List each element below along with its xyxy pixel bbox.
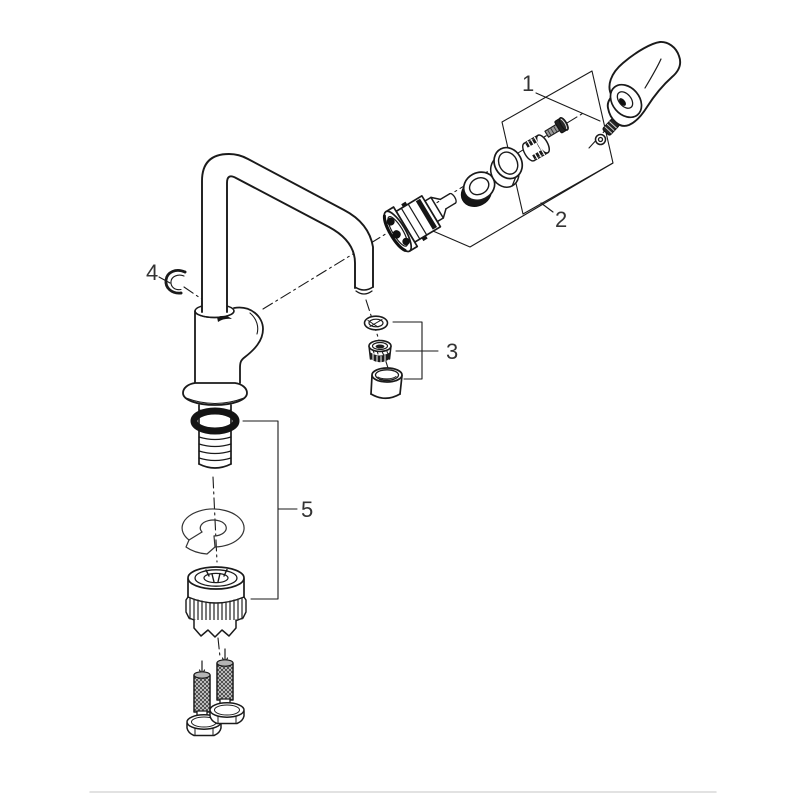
leader-1	[535, 92, 601, 122]
aerator-assembly	[363, 315, 403, 400]
body-mark	[217, 315, 232, 322]
aerator-shroud	[370, 367, 403, 400]
spout	[194, 153, 374, 322]
mounting-nut	[185, 566, 247, 638]
callout-1: 1	[522, 71, 534, 96]
mounting-studs	[186, 648, 245, 737]
cap-ring	[489, 146, 524, 188]
lever-handle	[606, 41, 682, 127]
base-flange	[182, 382, 248, 406]
retaining-clip	[164, 269, 187, 295]
plug-ball	[594, 133, 607, 146]
callout-labels: 1 2 3 4 5	[146, 71, 567, 522]
handle-screw	[544, 117, 569, 138]
cartridge	[382, 192, 457, 253]
handle-adapter	[522, 134, 551, 162]
nut-ribs	[189, 597, 243, 625]
aerator-axis	[365, 299, 390, 372]
leader-4	[158, 276, 171, 284]
shank-o-ring	[190, 407, 240, 435]
aerator-washer	[363, 315, 389, 331]
nut-castellation	[193, 619, 237, 638]
shank-threads	[198, 436, 232, 462]
leader-2	[540, 202, 554, 213]
cartridge-housing-shoulder	[233, 306, 264, 384]
horseshoe-washer	[181, 508, 245, 555]
spout-outlet	[354, 286, 374, 291]
mounting-stud-right	[209, 648, 245, 725]
seal-ring	[460, 171, 496, 207]
callout-4: 4	[146, 260, 158, 285]
shank	[190, 404, 240, 469]
callout-5: 5	[301, 497, 313, 522]
plane-group-2	[425, 162, 614, 248]
mounting-stud-left	[186, 660, 222, 737]
artwork-root: 1 2 3 4 5	[89, 41, 717, 793]
aerator-insert	[368, 339, 392, 364]
callout-2: 2	[555, 207, 567, 232]
bracket-5	[242, 420, 279, 600]
shank-axis-lower	[217, 637, 221, 658]
callout-3: 3	[446, 339, 458, 364]
